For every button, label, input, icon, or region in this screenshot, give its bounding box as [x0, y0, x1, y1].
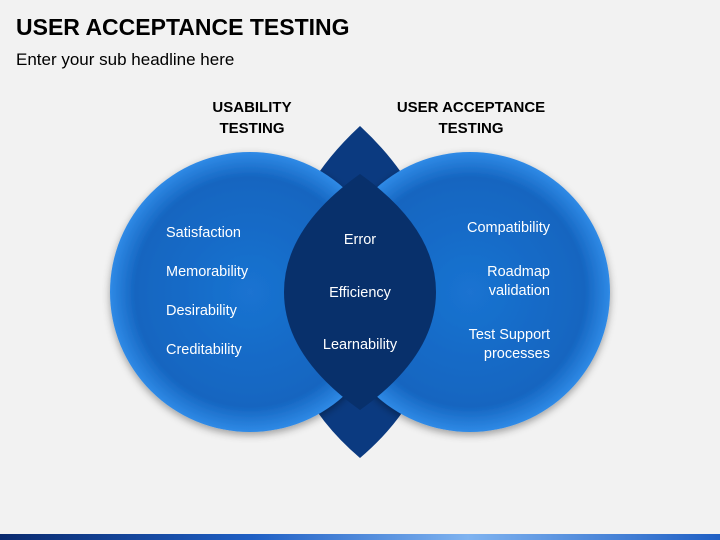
left-item-creditability: Creditability [166, 342, 242, 358]
overlap-item-efficiency: Efficiency [329, 285, 391, 301]
left-item-desirability: Desirability [166, 303, 237, 319]
page-subtitle: Enter your sub headline here [16, 50, 235, 69]
page-title: USER ACCEPTANCE TESTING [16, 14, 350, 40]
user-acceptance-testing-label: USER ACCEPTANCE TESTING [396, 99, 546, 137]
right-item-compatibility: Compatibility [467, 220, 550, 236]
overlap-item-error: Error [343, 232, 377, 248]
overlap-item-learnability: Learnability [322, 337, 398, 353]
overlap-lens-inner [284, 174, 436, 410]
usability-testing-label: USABILITY TESTING [212, 99, 292, 137]
bottom-accent-bar [0, 534, 720, 540]
right-item-test-support-processes: Test Support processes [468, 327, 550, 362]
left-item-satisfaction: Satisfaction [166, 225, 241, 241]
right-item-roadmap-validation: Roadmap validation [487, 264, 550, 299]
left-item-memorability: Memorability [166, 264, 249, 280]
